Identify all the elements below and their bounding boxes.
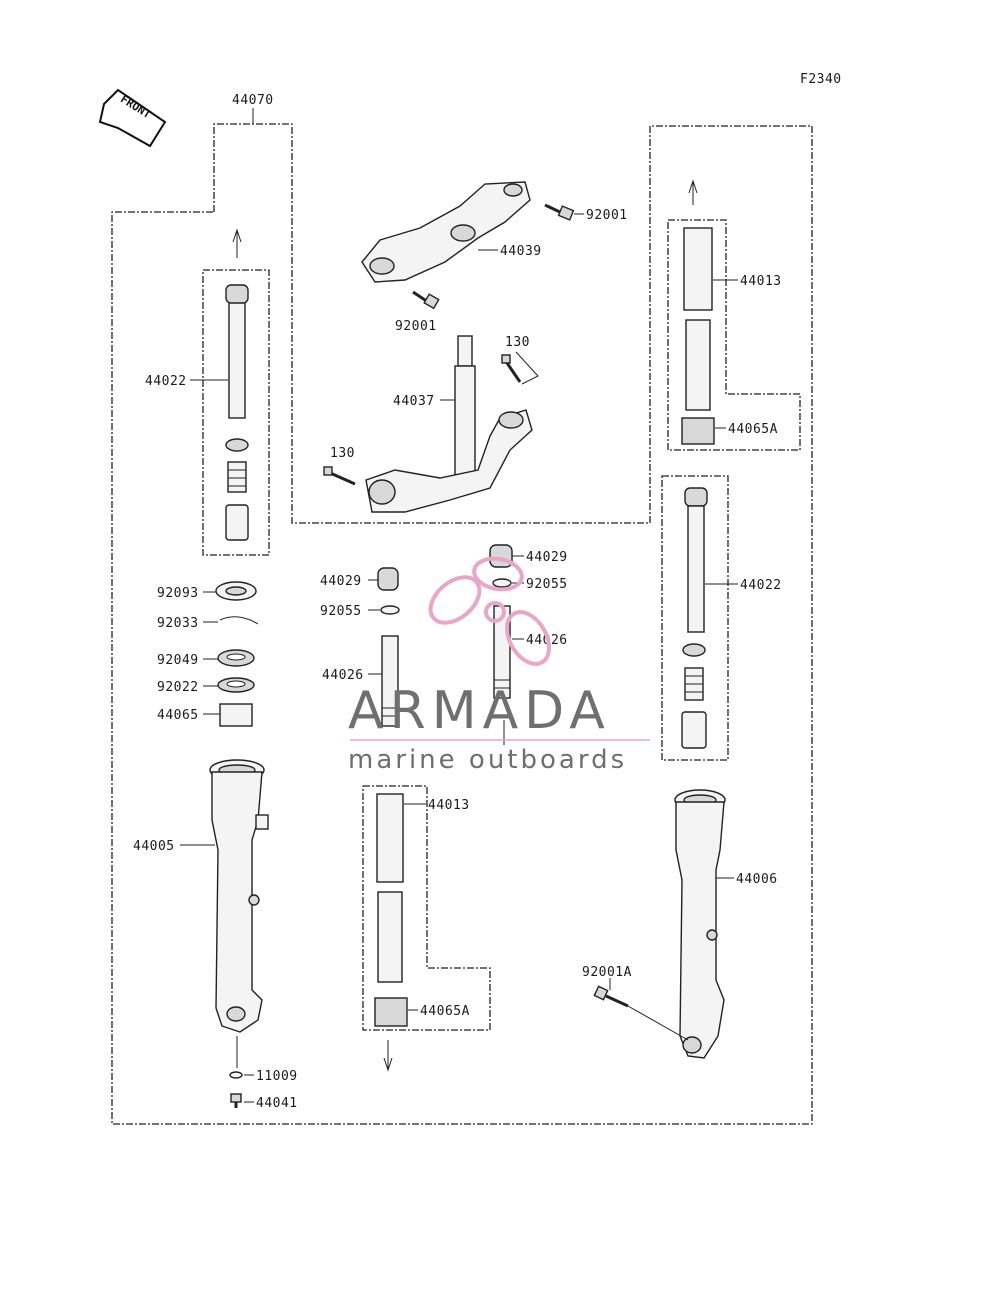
rod-44026-left	[381, 635, 399, 727]
outer-tube-44006-right	[674, 789, 726, 1059]
inner-tube-44022-left	[225, 284, 249, 541]
callout-130-right: 130	[505, 335, 530, 350]
callout-92001A: 92001A	[582, 965, 632, 980]
oring-92055-left	[380, 605, 400, 615]
callout-44026-left: 44026	[322, 668, 364, 683]
right-arrow-head-icon	[688, 179, 698, 194]
callout-92033: 92033	[157, 616, 199, 631]
watermark-brand: ARMADA	[348, 681, 611, 741]
left-arrow-head-icon	[232, 228, 242, 243]
bolt-92001-mid	[412, 290, 440, 310]
callout-44022-right: 44022	[740, 578, 782, 593]
bolt-92001A	[593, 985, 629, 1008]
armada-watermark: ARMADA marine outboards	[348, 556, 650, 775]
bolt-92001-top	[544, 203, 575, 221]
guide-tube-44013-center	[374, 793, 408, 1027]
callout-130-left: 130	[330, 446, 355, 461]
callout-44013-center: 44013	[428, 798, 470, 813]
right-upper-tube-box	[667, 219, 801, 451]
callout-92049: 92049	[157, 653, 199, 668]
figure-code: F2340	[800, 72, 842, 87]
callout-92001-mid: 92001	[395, 319, 437, 334]
callout-92055-right: 92055	[526, 577, 568, 592]
callout-44029-right: 44029	[526, 550, 568, 565]
callout-44029-left: 44029	[320, 574, 362, 589]
washer-92022	[217, 677, 255, 693]
callout-44039: 44039	[500, 244, 542, 259]
callout-44006: 44006	[736, 872, 778, 887]
callout-44065A-right: 44065A	[728, 422, 778, 437]
callout-44005: 44005	[133, 839, 175, 854]
oring-92055-right	[492, 578, 512, 588]
leader-130-right	[515, 351, 539, 385]
watermark-tagline: marine outboards	[348, 745, 627, 775]
callout-11009: 11009	[256, 1069, 298, 1084]
steering-stem-44037	[365, 335, 533, 513]
inner-tube-44022-right	[681, 487, 708, 749]
callout-44065A-center: 44065A	[420, 1004, 470, 1019]
callout-92001-top: 92001	[586, 208, 628, 223]
bushing-44065	[219, 703, 253, 727]
callout-44037: 44037	[393, 394, 435, 409]
callout-44070: 44070	[232, 93, 274, 108]
callout-92055-left: 92055	[320, 604, 362, 619]
cap-44029-left	[377, 567, 399, 591]
callout-44041: 44041	[256, 1096, 298, 1111]
bolt-130-right	[501, 354, 522, 383]
center-arrow-head-icon	[383, 1057, 393, 1072]
oil-seal-92093	[215, 581, 257, 601]
screw-44041	[230, 1093, 242, 1108]
right-inner-tube-box	[661, 475, 729, 761]
guide-tube-44013-right	[681, 227, 715, 445]
callout-44013-right: 44013	[740, 274, 782, 289]
callout-44065: 44065	[157, 708, 199, 723]
washer-11009	[229, 1071, 243, 1079]
assembly-frame-44070	[111, 123, 813, 1125]
upper-bracket-44039	[361, 181, 531, 283]
left-inner-tube-box	[202, 269, 270, 556]
callout-44022-left: 44022	[145, 374, 187, 389]
outer-tube-44005-left	[209, 759, 269, 1033]
callout-92022: 92022	[157, 680, 199, 695]
bolt-130-left	[323, 466, 356, 486]
center-tube-box	[362, 785, 491, 1031]
front-direction-arrow-icon: FRONT	[98, 88, 167, 148]
callout-92093: 92093	[157, 586, 199, 601]
propeller-logo-icon	[428, 556, 551, 666]
leader-92001A-line	[627, 1005, 689, 1041]
circlip-92033	[219, 616, 259, 625]
washer-92049	[217, 649, 255, 667]
